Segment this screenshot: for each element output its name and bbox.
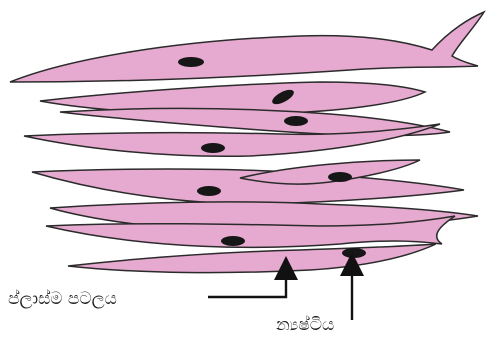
- cell-nucleus: [221, 236, 245, 246]
- cell-nucleus: [284, 116, 308, 126]
- muscle-cell: [32, 169, 464, 204]
- cell-nucleus: [178, 57, 204, 67]
- cell-nucleus: [197, 186, 221, 196]
- muscle-cell: [68, 244, 436, 273]
- cell-nucleus: [342, 248, 366, 258]
- muscle-cell: [10, 12, 484, 82]
- cell-nucleus: [201, 143, 225, 153]
- nucleus-label: න්‍යෂ්ටිය: [276, 317, 334, 334]
- plasma-membrane-label: ප්ලාස්ම පටලය: [8, 291, 117, 308]
- cell-nucleus: [328, 172, 352, 182]
